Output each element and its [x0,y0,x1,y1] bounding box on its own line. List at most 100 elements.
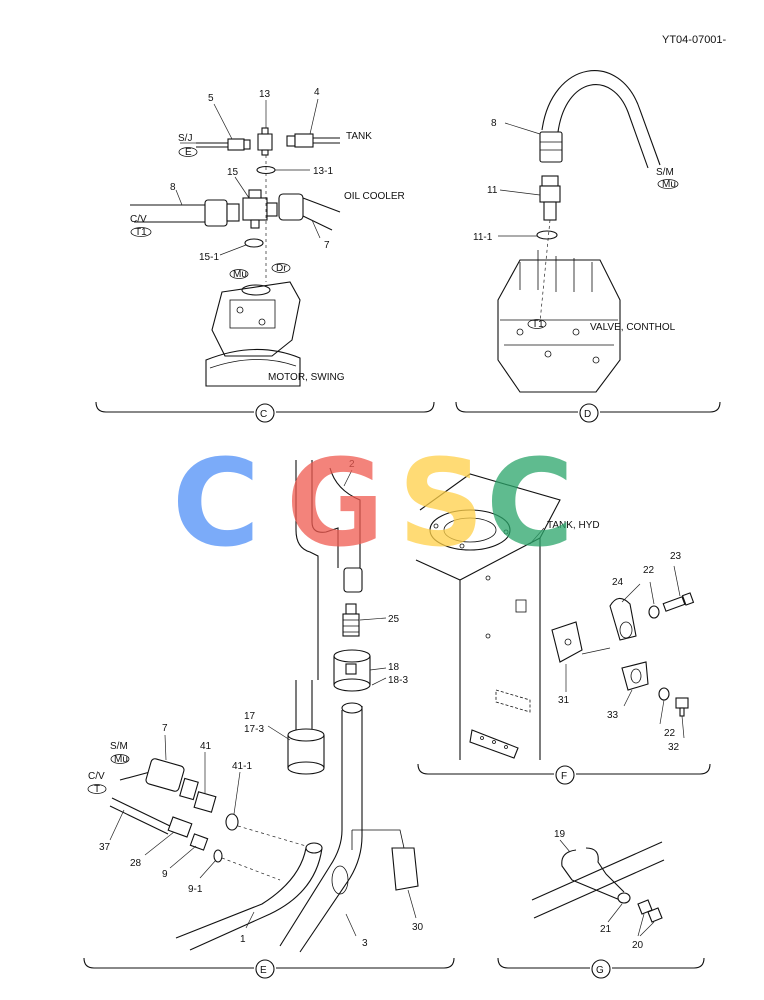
label-part-32: 32 [668,742,680,753]
label-part-19: 19 [554,829,566,840]
clamp-17-top [287,728,325,742]
label-motor-swing: MOTOR, SWING [268,372,345,383]
watermark-letter-g: G [286,435,385,574]
section-letter-d: D [584,409,591,420]
label-part-13: 13 [259,89,271,100]
label-s-j: S/J [178,133,192,144]
tee-13-cap [261,127,269,135]
tag-mu-d: Mu [662,179,676,190]
o-ring-9-1 [213,849,223,863]
clamp-33 [621,661,649,691]
motor-swing-base [205,348,301,387]
label-part-5: 5 [208,93,214,104]
label-part-2: 2 [349,459,355,470]
pipe-3-end [341,702,363,714]
hose-4 [313,137,340,144]
nut-8-c [226,203,240,222]
bracket-f [417,763,711,775]
hose-8-c [130,204,205,223]
fitting-28 [167,816,193,838]
clamp-18-bottom [333,678,371,692]
label-part-11-1: 11-1 [473,232,493,243]
nut-5 [243,139,251,150]
block-30 [391,847,419,891]
label-part-7-e: 7 [162,723,168,734]
tag-t1-d: T1 [532,319,544,330]
washer-22-top [648,605,660,619]
hose-5 [196,142,232,148]
section-d: 8 S/M Mu 11 11-1 T1 VALVE, CONTHOL D [455,70,721,423]
nut-4 [286,135,296,147]
label-tank-hyd: TANK, HYD [547,520,600,531]
fitting-5 [227,138,245,151]
section-letter-e: E [260,965,267,976]
label-part-22-bottom: 22 [664,728,676,739]
adapter-11-top [541,175,559,187]
washer-22-bottom [658,687,670,701]
label-part-1: 1 [240,934,246,945]
label-part-15-1: 15-1 [199,252,219,263]
watermark-letter-s: S [398,435,484,574]
label-part-30: 30 [412,922,424,933]
watermark-letter-c1: C [172,435,260,574]
adapter-11-hex [539,185,561,203]
tank-hyd-body [415,537,541,760]
label-part-37: 37 [99,842,111,853]
adapter-15 [266,202,278,217]
fitting-4 [294,133,314,148]
label-part-4: 4 [314,87,320,98]
adapter-11-stem [543,201,557,221]
motor-swing-port [241,284,271,296]
label-oil-cooler: OIL COOLER [344,191,405,202]
clamp-17-bottom [287,761,325,775]
pipe-2-curve [329,467,361,570]
pipe-1-end [305,842,323,854]
bracket-g [497,957,705,969]
motor-swing-port-block [229,299,276,329]
tag-mu-e: Mu [114,754,128,765]
hose-37 [109,797,171,835]
o-ring-15-1 [244,238,264,248]
fitting-8-c [204,199,228,227]
label-part-9-1: 9-1 [188,884,203,895]
label-s-m-d: S/M [656,167,674,178]
valve-control-body [497,259,621,393]
pipe-3 [279,706,363,953]
label-part-18-3: 18-3 [388,675,408,686]
fitting-8-d [539,131,563,163]
fitting-7-e [145,758,185,792]
adapter-41 [193,791,217,813]
watermark-letter-c2: C [486,435,574,574]
label-part-8-d: 8 [491,118,497,129]
pipe-2-end [343,567,363,593]
tag-mu: Mu [233,269,247,280]
nut-20-b [647,907,663,923]
washer-21 [617,892,631,904]
label-part-28: 28 [130,858,142,869]
section-f: TANK, HYD 22 23 24 31 33 22 32 F [415,473,711,785]
section-e: 2 25 18 18-3 17 17-3 S/M Mu 7 41 41-1 C/… [83,459,455,979]
frame-rail [531,841,665,919]
o-ring-11-1 [536,230,558,240]
adapter-9 [189,833,209,851]
clamp-18-top [333,649,371,663]
label-part-13-1: 13-1 [313,166,333,177]
nut-7-e [179,777,199,801]
bracket-c [95,401,435,413]
tag-t-e: T [94,784,100,795]
label-c-v-e: C/V [88,771,105,782]
bracket-31 [551,621,583,663]
label-c-v: C/V [130,214,147,225]
label-part-8-c: 8 [170,182,176,193]
bracket-e [83,957,455,969]
label-part-7-c: 7 [324,240,330,251]
pipe-1-lower [175,847,323,951]
label-part-3: 3 [362,938,368,949]
tank-hyd-plate [469,729,519,759]
u-bolt-19 [561,847,625,901]
label-part-15: 15 [227,167,239,178]
tee-15-stem [250,219,260,229]
clamp-24 [609,597,637,641]
tag-dr: Dr [276,263,287,274]
